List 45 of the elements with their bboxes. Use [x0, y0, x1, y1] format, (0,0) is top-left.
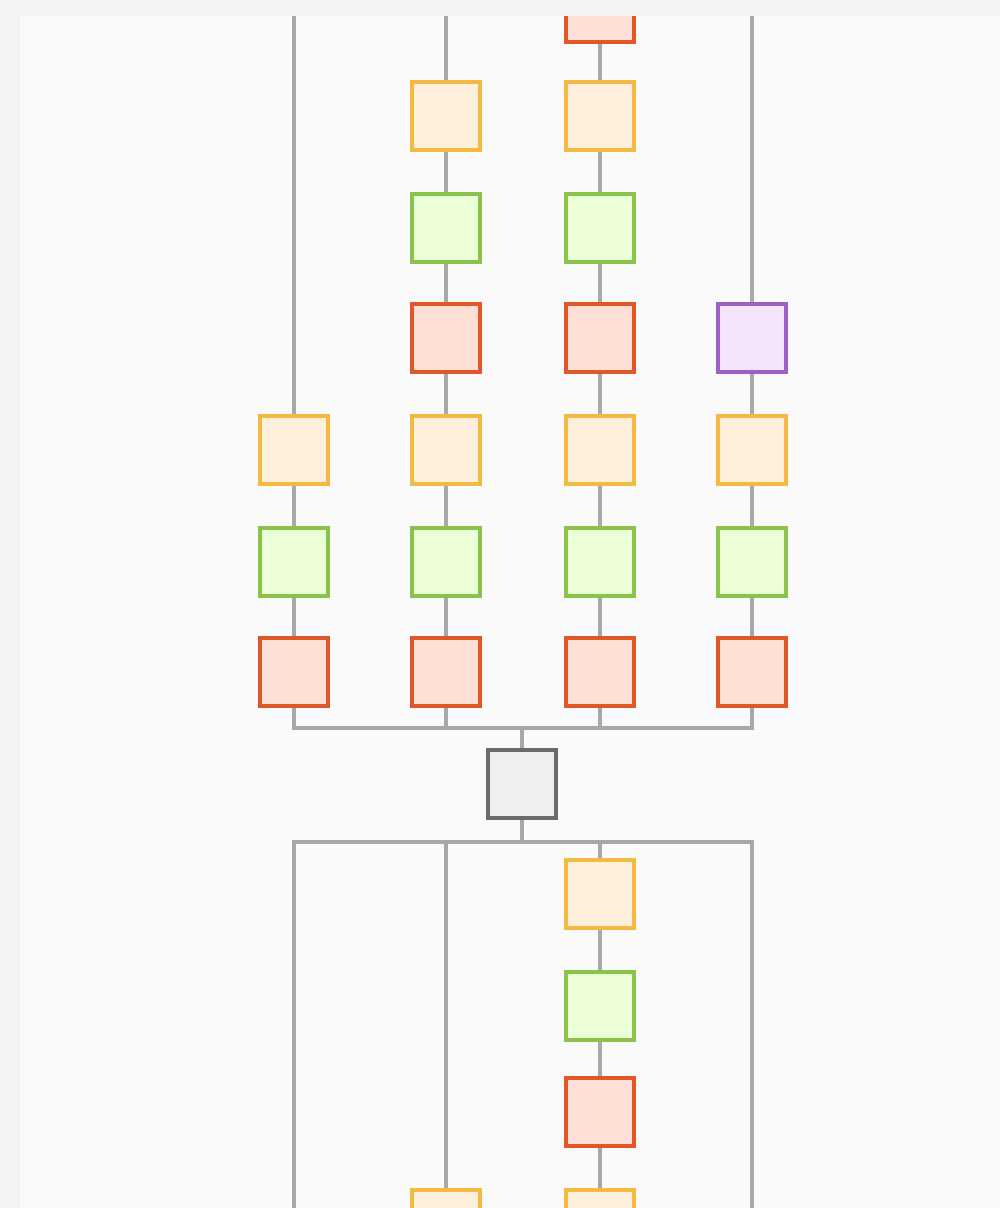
connector-line: [750, 486, 754, 526]
connector-line: [292, 486, 296, 526]
connector-line: [444, 598, 448, 636]
square-node: [564, 80, 636, 152]
connector-line: [598, 44, 602, 80]
connector-line: [444, 152, 448, 192]
square-node: [486, 748, 558, 820]
connector-line: [598, 1148, 602, 1188]
square-node: [716, 526, 788, 598]
connector-line: [598, 264, 602, 302]
connector-line: [598, 152, 602, 192]
connector-line: [598, 374, 602, 414]
square-node: [564, 636, 636, 708]
square-node: [564, 858, 636, 930]
connector-line: [750, 598, 754, 636]
connector-line: [444, 486, 448, 526]
connector-line: [444, 264, 448, 302]
connector-line: [292, 16, 296, 414]
square-node: [258, 526, 330, 598]
connector-line: [598, 1042, 602, 1076]
square-node: [410, 526, 482, 598]
square-node: [410, 192, 482, 264]
square-node: [410, 80, 482, 152]
connector-line: [292, 598, 296, 636]
square-node: [410, 302, 482, 374]
connector-line: [598, 486, 602, 526]
square-node: [564, 1076, 636, 1148]
connector-line: [598, 598, 602, 636]
square-node: [258, 636, 330, 708]
square-node: [564, 526, 636, 598]
square-node: [410, 636, 482, 708]
connector-line: [598, 930, 602, 970]
square-node: [410, 414, 482, 486]
connector-line: [444, 374, 448, 414]
connector-line: [750, 16, 754, 302]
connector-line: [444, 16, 448, 80]
square-node: [716, 414, 788, 486]
square-node: [564, 192, 636, 264]
square-node: [716, 636, 788, 708]
connector-line: [750, 374, 754, 414]
square-node: [564, 302, 636, 374]
square-node: [564, 970, 636, 1042]
square-node: [716, 302, 788, 374]
square-node: [258, 414, 330, 486]
square-node: [564, 414, 636, 486]
